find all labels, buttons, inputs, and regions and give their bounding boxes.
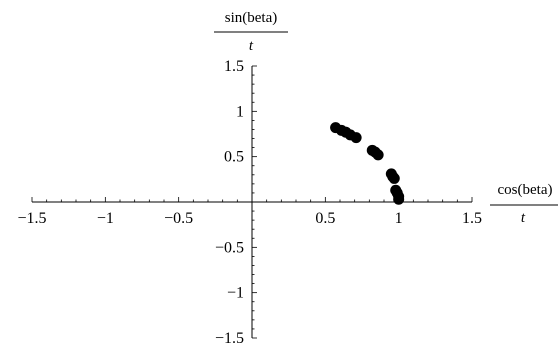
- x-tick-label: −0.5: [164, 210, 193, 227]
- data-point: [372, 149, 384, 161]
- data-point: [350, 132, 362, 144]
- tick-marks: [31, 65, 473, 339]
- x-tick-label: 1.5: [462, 210, 482, 227]
- data-point: [388, 172, 400, 184]
- y-tick-label: 1.5: [224, 58, 244, 75]
- x-tick-label: −1.5: [17, 210, 46, 227]
- x-tick-label: −1: [97, 210, 114, 227]
- x-axis-label-numerator: cos(beta): [498, 182, 553, 198]
- y-tick-label: 1: [236, 103, 244, 120]
- data-point: [393, 193, 405, 205]
- y-axis-label-denominator: t: [249, 38, 254, 54]
- y-axis-label: sin(beta) t: [214, 10, 288, 54]
- y-tick-label: −1: [227, 285, 244, 302]
- y-tick-label: −1.5: [215, 330, 244, 347]
- x-axis-label-denominator: t: [521, 210, 526, 226]
- y-tick-label: −0.5: [215, 239, 244, 256]
- data-points: [330, 122, 405, 205]
- x-tick-label: 1: [395, 210, 403, 227]
- x-axis-label: cos(beta) t: [490, 182, 558, 226]
- y-axis-label-numerator: sin(beta): [225, 10, 277, 26]
- tick-labels: −1.5 −1 −0.5 0.5 1 1.5 1.5 1 0.5 −0.5 −1 −1.5: [17, 58, 482, 347]
- x-tick-label: 0.5: [315, 210, 335, 227]
- y-tick-label: 0.5: [224, 149, 244, 166]
- axes: [32, 66, 472, 338]
